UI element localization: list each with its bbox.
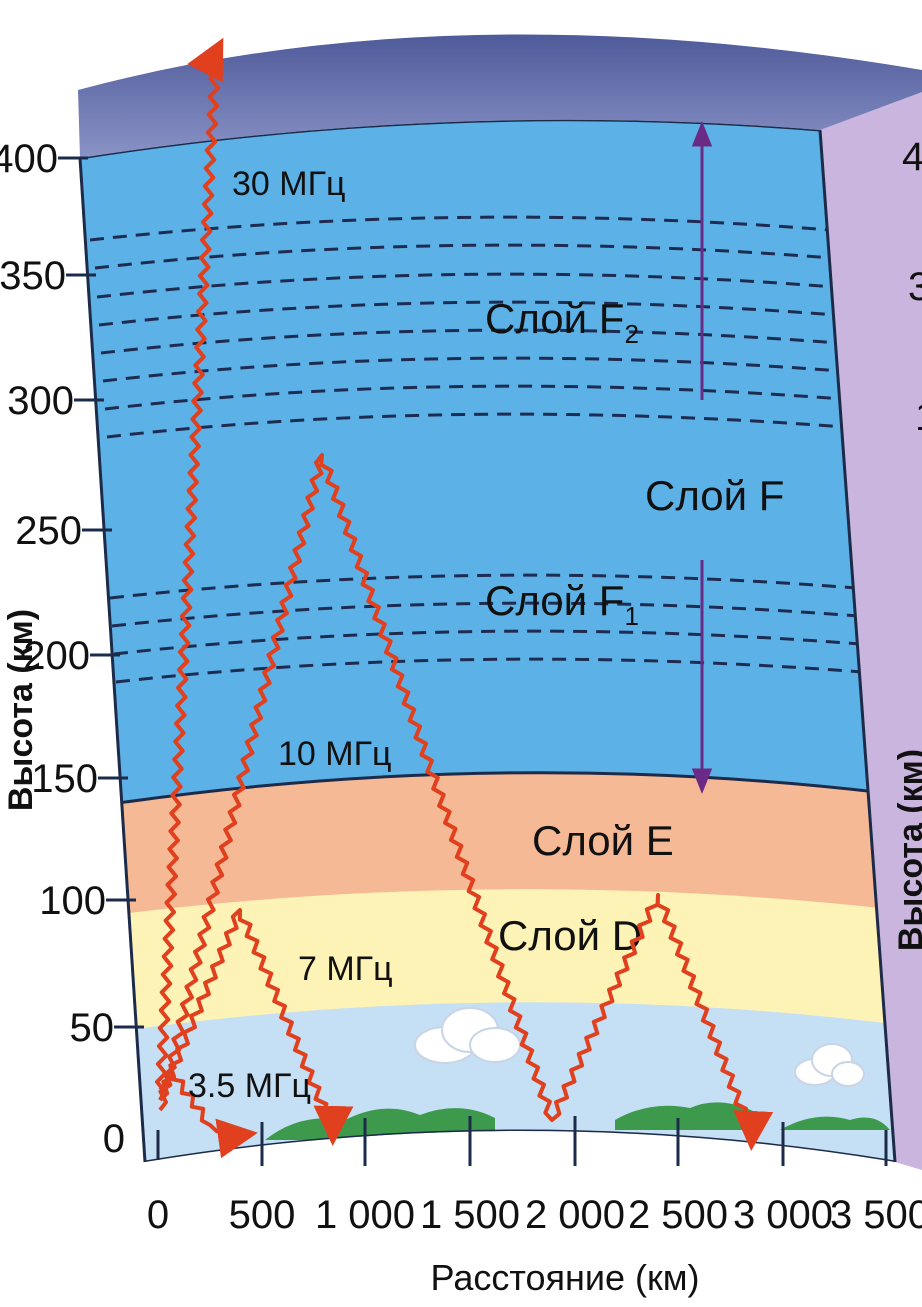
y-axis-label: Высота (км) (2, 609, 40, 811)
freq-3-5mhz-label: 3.5 МГц (188, 1067, 311, 1105)
y-tick-400: 400 (0, 137, 58, 181)
y-tick-100: 100 (39, 879, 106, 923)
layer-f2-label: Слой F2 (485, 295, 639, 349)
top-band (78, 34, 922, 159)
cloud-1 (414, 1007, 521, 1064)
f-e-boundary (80, 771, 895, 814)
right-tick-1: 1 (915, 395, 922, 439)
y-axis (58, 156, 144, 1029)
right-axis-label: Высота (км) (892, 749, 922, 951)
wave-3-5mhz (158, 1068, 258, 1159)
right-side-panel (820, 90, 922, 1170)
wave-10mhz (158, 453, 774, 1151)
freq-10mhz-label: 10 МГц (278, 735, 391, 773)
freq-7mhz-label: 7 МГц (298, 950, 393, 988)
x-tick-2500: 2 500 (628, 1193, 728, 1237)
x-axis (156, 1116, 888, 1166)
y-tick-150: 150 (31, 757, 98, 801)
y-tick-250: 250 (15, 509, 82, 553)
f1-strata (109, 573, 863, 684)
right-tick-4: 4 (902, 135, 922, 179)
x-tick-3000: 3 000 (733, 1193, 833, 1237)
y-tick-300: 300 (7, 379, 74, 423)
layer-f-label: Слой F (645, 472, 784, 519)
y-tick-50: 50 (70, 1006, 115, 1050)
x-tick-1500: 1 500 (420, 1193, 520, 1237)
y-tick-labels: 400 350 300 250 200 150 100 50 0 (0, 137, 125, 1161)
right-partial-axis: 4 3 1 (902, 135, 922, 439)
y-tick-0: 0 (103, 1117, 125, 1161)
layer-e-label: Слой E (532, 817, 674, 864)
x-tick-labels: 0 500 1 000 1 500 2 000 2 500 3 000 3 50… (147, 1193, 922, 1237)
right-tick-3: 3 (908, 265, 922, 309)
x-tick-0: 0 (147, 1193, 169, 1237)
freq-30mhz-label: 30 МГц (232, 165, 345, 203)
layer-f-arrow (691, 120, 713, 795)
x-axis-label: Расстояние (км) (431, 1257, 700, 1298)
layer-f1-label: Слой F1 (485, 577, 639, 631)
cloud-2 (794, 1043, 865, 1087)
x-tick-1000: 1 000 (315, 1193, 415, 1237)
layer-d-label: Слой D (498, 912, 642, 959)
x-tick-2000: 2 000 (525, 1193, 625, 1237)
y-tick-350: 350 (0, 254, 66, 298)
top-boundary (80, 119, 821, 160)
x-tick-500: 500 (229, 1193, 296, 1237)
panel-right-edge (818, 129, 897, 1163)
x-tick-3500: 3 500 (830, 1193, 922, 1237)
wave-30mhz (155, 37, 224, 1101)
panel-left-edge (78, 157, 147, 1163)
y-tick-200: 200 (23, 634, 90, 678)
wave-7mhz (158, 908, 354, 1146)
